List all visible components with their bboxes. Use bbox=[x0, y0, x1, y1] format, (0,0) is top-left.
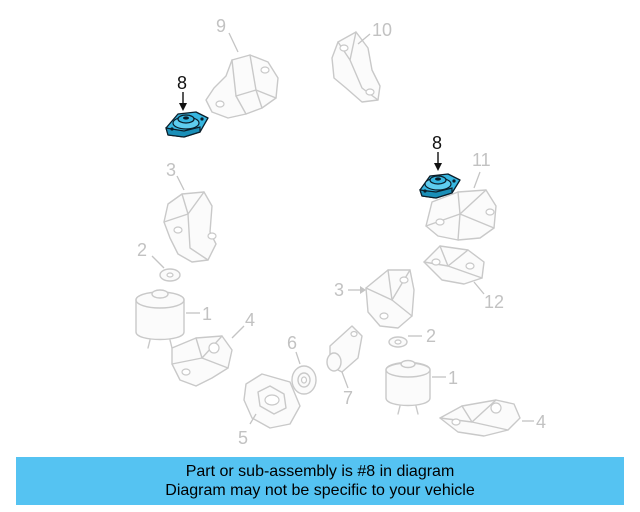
part-12-bracket bbox=[423, 245, 485, 285]
callout-1-right: 1 bbox=[448, 368, 458, 388]
callout-3-left: 3 bbox=[166, 160, 176, 180]
part-2-washer-left bbox=[159, 268, 181, 282]
callout-6: 6 bbox=[287, 333, 297, 353]
callout-3-right: 3 bbox=[334, 280, 344, 300]
arrowhead-8-left bbox=[179, 103, 187, 111]
arrowhead-3-right bbox=[360, 286, 366, 294]
callout-4-right: 4 bbox=[536, 412, 546, 432]
info-banner: Part or sub-assembly is #8 in diagram Di… bbox=[16, 457, 624, 505]
part-6-bushing bbox=[291, 365, 317, 395]
leader-11 bbox=[473, 171, 481, 189]
part-5-plate bbox=[243, 373, 301, 429]
leader-9 bbox=[228, 32, 239, 53]
banner-line-1: Part or sub-assembly is #8 in diagram bbox=[185, 463, 455, 480]
leader-5 bbox=[249, 413, 257, 425]
callout-8-left: 8 bbox=[177, 73, 187, 93]
leader-12 bbox=[473, 281, 485, 295]
leader-6 bbox=[295, 351, 301, 365]
callout-4-left: 4 bbox=[245, 310, 255, 330]
banner-line-2: Diagram may not be specific to your vehi… bbox=[165, 482, 475, 499]
leader-2-left bbox=[151, 255, 165, 269]
leader-7 bbox=[341, 371, 349, 389]
part-10-bracket bbox=[331, 31, 381, 103]
part-8-mount-highlighted-right bbox=[419, 173, 461, 199]
part-11-bracket bbox=[425, 189, 497, 241]
part-9-bracket bbox=[205, 54, 279, 119]
part-1-engine-mount-right bbox=[385, 359, 431, 415]
callout-2-left: 2 bbox=[137, 240, 147, 260]
leader-3-left bbox=[176, 175, 185, 191]
parts-diagram: 9 10 8 8 bbox=[135, 16, 546, 448]
part-7-bracket bbox=[326, 325, 363, 373]
callout-10: 10 bbox=[372, 20, 392, 40]
callout-1-left: 1 bbox=[202, 304, 212, 324]
callout-5: 5 bbox=[238, 428, 248, 448]
part-3-bracket-left bbox=[163, 191, 217, 263]
callout-12: 12 bbox=[484, 292, 504, 312]
part-2-washer-right bbox=[388, 336, 408, 348]
part-1-engine-mount-left bbox=[135, 289, 185, 349]
callout-2-right: 2 bbox=[426, 326, 436, 346]
part-4-bracket-left bbox=[171, 335, 233, 387]
callout-11: 11 bbox=[472, 150, 491, 170]
leader-4-left bbox=[231, 325, 245, 339]
part-4-bracket-right bbox=[439, 399, 521, 437]
arrowhead-8-right bbox=[434, 163, 442, 171]
part-3-mount-right bbox=[365, 269, 415, 329]
callout-9: 9 bbox=[216, 16, 226, 36]
callout-8-right: 8 bbox=[432, 133, 442, 153]
part-8-mount-highlighted bbox=[165, 111, 209, 138]
callout-7: 7 bbox=[343, 388, 353, 408]
leader-10 bbox=[357, 33, 371, 45]
